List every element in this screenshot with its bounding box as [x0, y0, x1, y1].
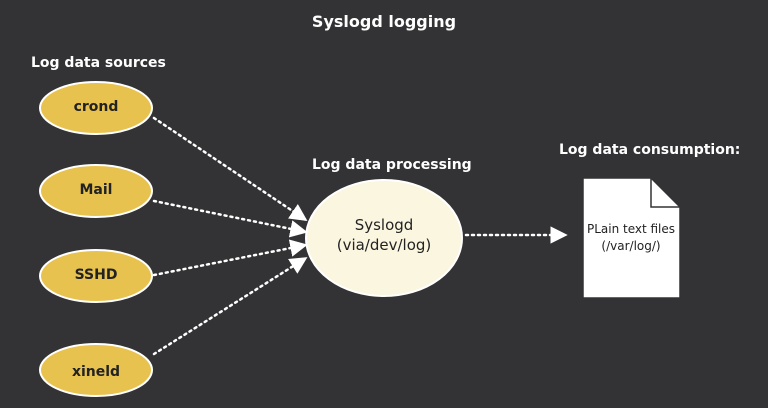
source-node-mail: [39, 164, 153, 218]
sources-heading: Log data sources: [31, 55, 166, 71]
arrow-crond-to-syslogd: [152, 116, 308, 222]
source-node-sshd: [39, 249, 153, 303]
processor-name: Syslogd: [354, 216, 414, 234]
arrow-xineld-to-syslogd: [152, 256, 308, 356]
processor-path: (via/dev/log): [336, 236, 432, 254]
source-node-xineld: [39, 343, 153, 397]
file-label-line2: (/var/log/): [601, 239, 661, 253]
arrow-sshd-to-syslogd: [152, 239, 308, 277]
diagram-title: Syslogd logging: [311, 12, 457, 31]
source-node-crond: [39, 81, 153, 135]
processing-heading: Log data processing: [312, 157, 472, 173]
arrow-mail-to-syslogd: [152, 199, 308, 238]
source-label-sshd: SSHD: [74, 267, 118, 283]
source-label-xineld: xineld: [71, 364, 121, 380]
source-label-crond: crond: [73, 99, 119, 115]
file-label-line1: PLain text files: [586, 222, 676, 236]
text-file-icon: [582, 177, 681, 299]
processor-node: [305, 179, 463, 297]
source-label-mail: Mail: [79, 182, 113, 198]
consumption-heading: Log data consumption:: [559, 142, 741, 158]
